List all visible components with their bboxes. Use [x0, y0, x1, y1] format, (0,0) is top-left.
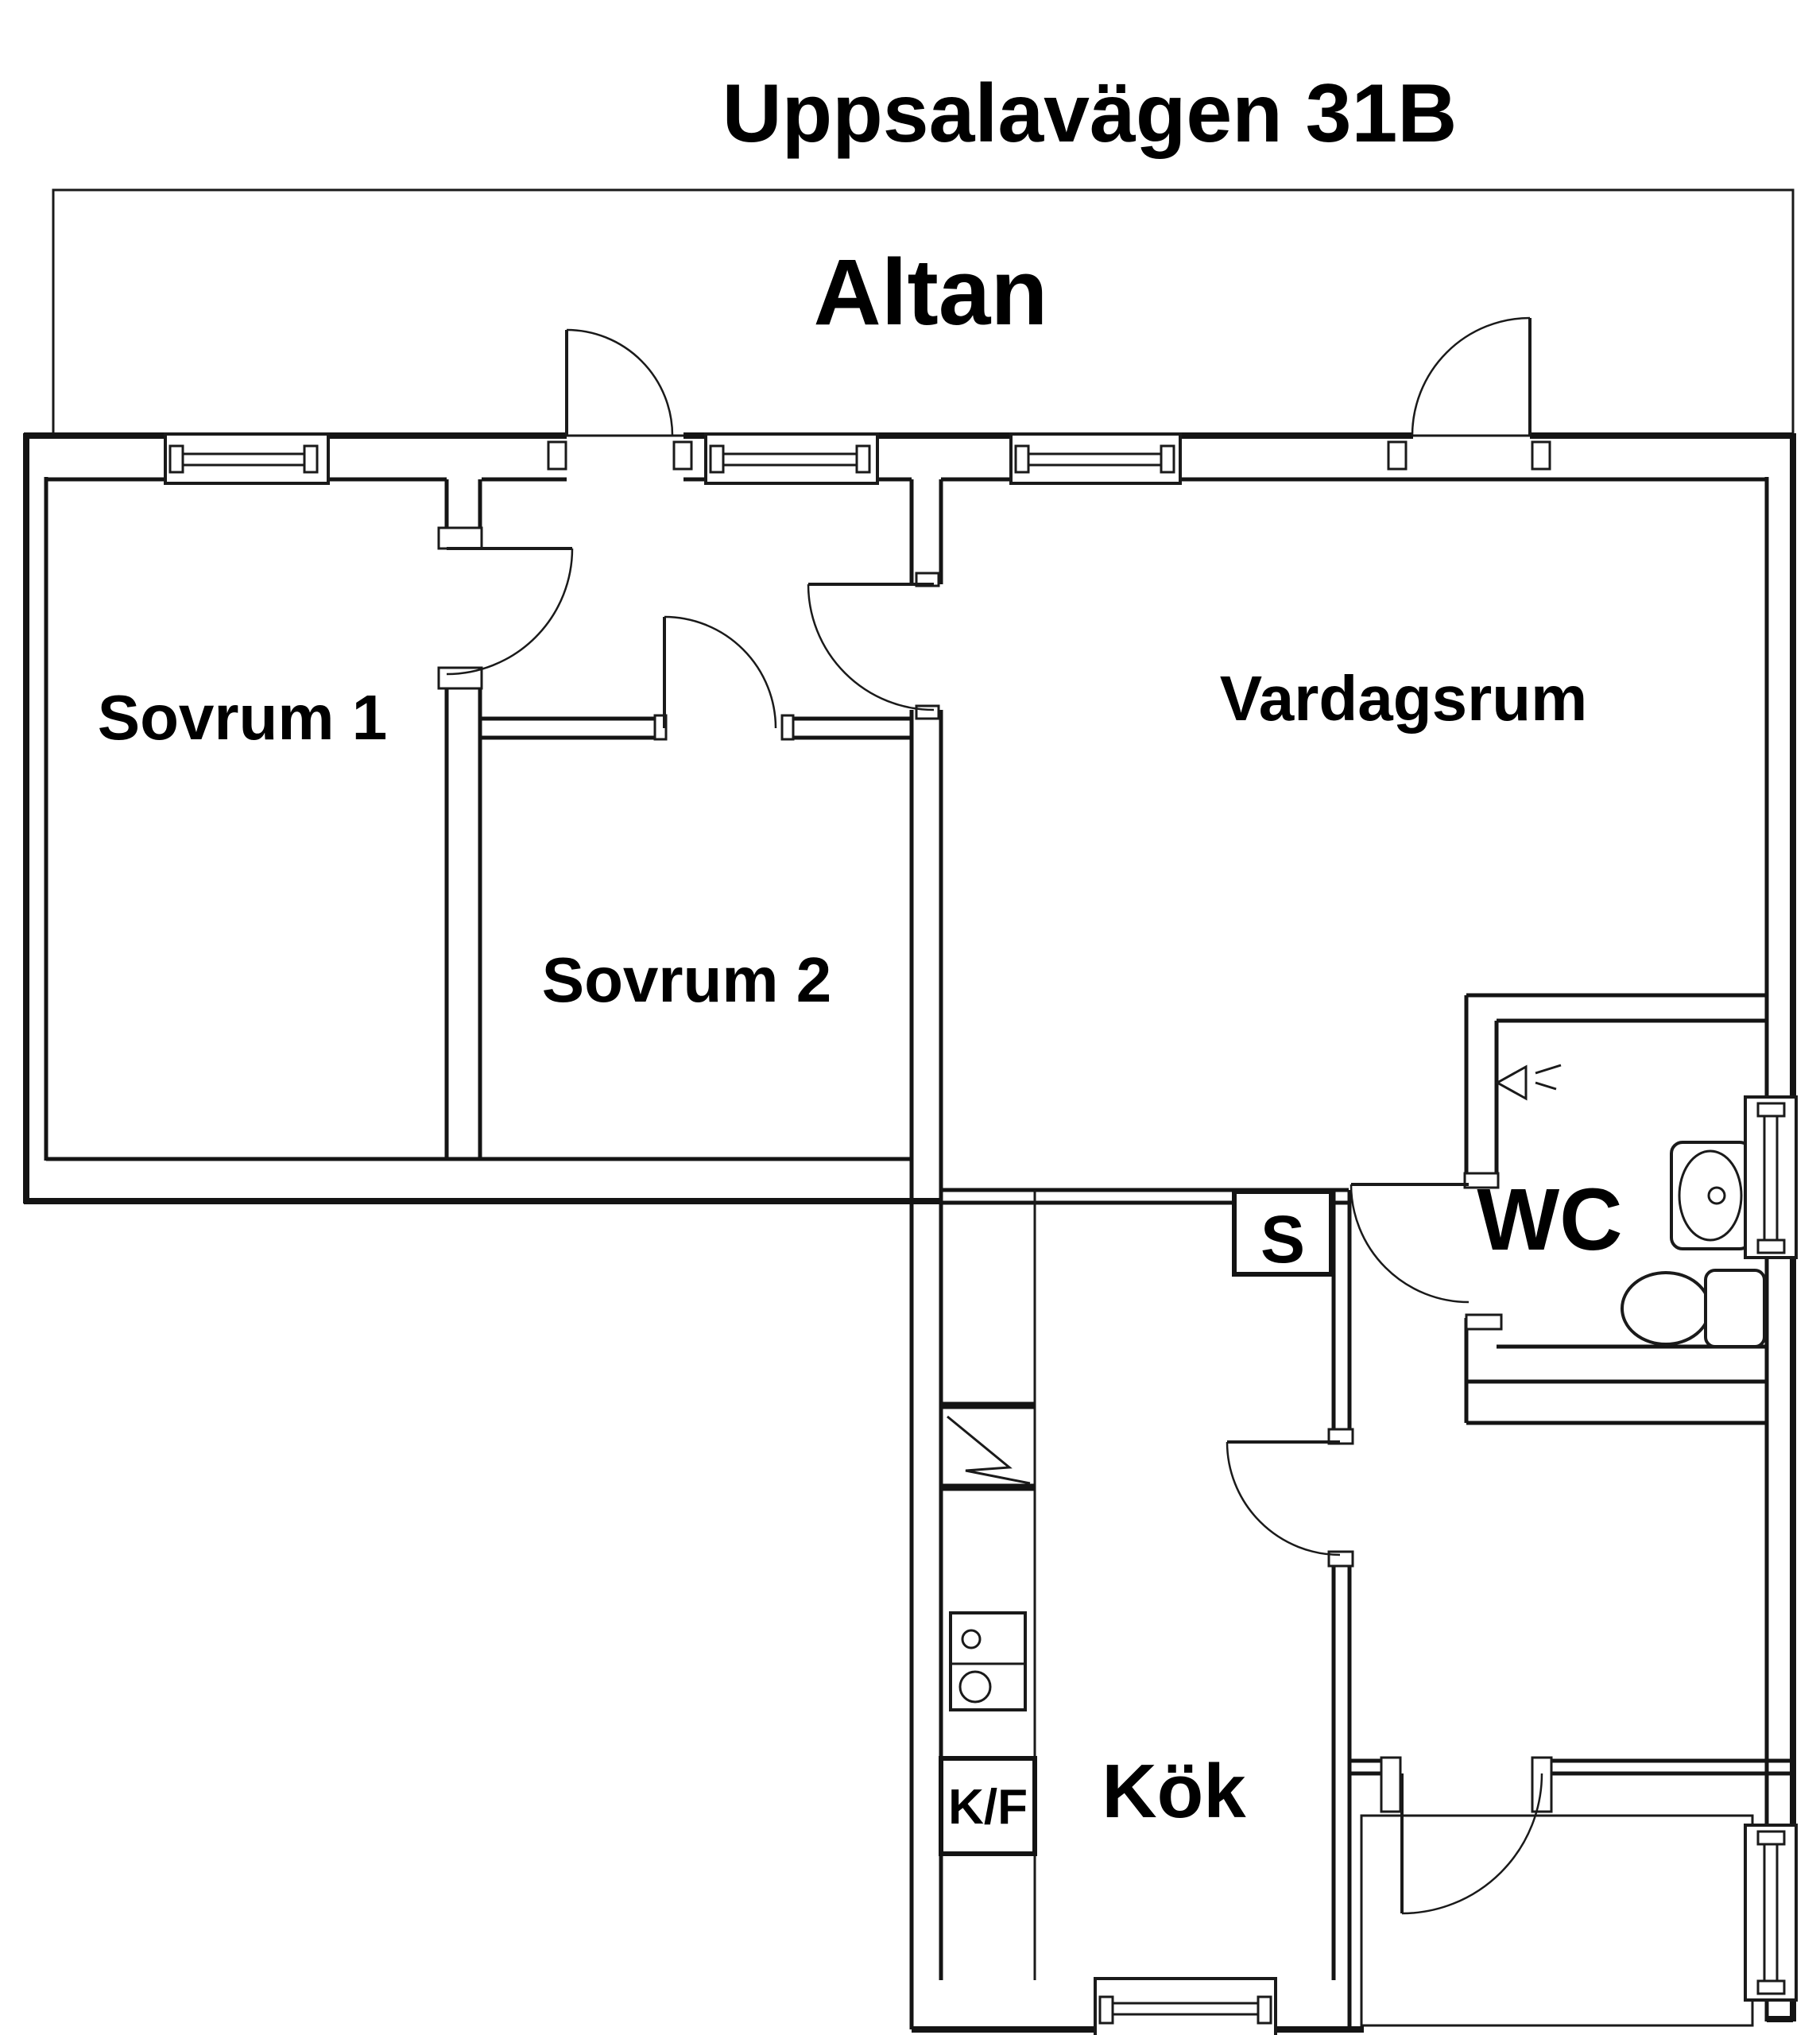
counter-zigzag-icon: [947, 1415, 1031, 1485]
window-rails: [1106, 2002, 1264, 2016]
window-entrance: [1744, 1824, 1798, 2002]
sink-drain: [1707, 1186, 1726, 1205]
jamb: [437, 526, 483, 550]
stove-large-burner: [958, 1670, 992, 1704]
wc-fixtures: [1494, 1064, 1766, 1348]
door-terrace-living-room: [1411, 316, 1532, 436]
window-cap: [1014, 444, 1030, 474]
door-bedroom2: [663, 615, 777, 729]
door-arc: [566, 328, 674, 436]
window-cap: [1160, 444, 1175, 474]
window-hall: [704, 432, 879, 485]
window-cap: [168, 444, 184, 474]
door-arc: [1411, 316, 1531, 436]
window-cap: [1756, 1979, 1786, 1995]
fridge-freezer-label: K/F: [948, 1780, 1028, 1835]
jamb: [780, 714, 795, 741]
jamb: [1465, 1313, 1503, 1331]
window-rails: [176, 452, 317, 467]
jamb: [1380, 1756, 1402, 1813]
sink-icon: [1670, 1141, 1752, 1250]
window-cap: [1257, 1995, 1272, 2025]
living-room-label: Vardagsrum: [1220, 663, 1587, 734]
closet-label: S: [1260, 1202, 1305, 1277]
fan-lines-icon: [1535, 1064, 1562, 1091]
door-jambs: [437, 440, 1553, 1813]
jamb: [1327, 1428, 1354, 1445]
window-cap: [855, 444, 871, 474]
fridge-freezer-box: [939, 1756, 1037, 1856]
window-cap: [1098, 1995, 1114, 2025]
window-cap: [303, 444, 319, 474]
door-arc: [1226, 1441, 1341, 1556]
entrance-patio-area: [1360, 1814, 1754, 2027]
door-arc: [1401, 1773, 1543, 1915]
page-title: Uppsalavägen 31B: [722, 68, 1458, 160]
fan-icon: [1494, 1064, 1528, 1101]
window-frame: [164, 432, 330, 485]
window-cap: [709, 444, 725, 474]
door-terrace-hall: [565, 328, 674, 436]
window-frame: [1744, 1824, 1798, 2002]
window-kitchen: [1094, 1977, 1277, 2035]
window-bedroom1: [164, 432, 330, 485]
kitchen-label: Kök: [1102, 1749, 1246, 1834]
jamb: [915, 704, 940, 720]
jamb: [547, 440, 567, 471]
windows: [164, 432, 1798, 2035]
window-living-room: [1009, 432, 1182, 485]
window-cap: [1756, 1102, 1786, 1118]
bedroom2-label: Sovrum 2: [542, 944, 832, 1015]
door-arc: [1350, 1184, 1470, 1304]
window-rails: [1763, 1838, 1779, 1987]
window-wc: [1744, 1095, 1798, 1259]
jamb: [1463, 1172, 1500, 1189]
door-kitchen: [1226, 1440, 1341, 1556]
door-arc: [807, 583, 935, 711]
window-cap: [1756, 1830, 1786, 1846]
kitchen-counter: K/F: [939, 1190, 1037, 1980]
stove-small-burner: [961, 1629, 982, 1649]
door-arc: [446, 548, 574, 676]
terrace-label: Altan: [814, 240, 1048, 345]
door-bedroom1: [446, 547, 574, 676]
sink-basin: [1678, 1149, 1743, 1242]
window-frame: [704, 432, 879, 485]
door-wc: [1350, 1183, 1470, 1304]
window-rails: [1763, 1110, 1779, 1245]
toilet-bowl-icon: [1621, 1271, 1711, 1346]
closet-box: [1232, 1189, 1334, 1277]
jamb: [1387, 440, 1408, 471]
door-arc: [664, 615, 777, 729]
counter-dividers: [941, 1401, 1035, 1491]
door-living-room: [807, 583, 935, 711]
door-entrance: [1400, 1773, 1543, 1915]
toilet-tank-icon: [1704, 1269, 1766, 1348]
window-cap: [1756, 1238, 1786, 1254]
window-frame: [1094, 1977, 1277, 2035]
jamb: [672, 440, 693, 471]
jamb: [1531, 440, 1551, 471]
doors: [446, 316, 1543, 1915]
bedroom1-label: Sovrum 1: [98, 682, 388, 753]
wc-label: WC: [1477, 1171, 1622, 1269]
window-frame: [1009, 432, 1182, 485]
window-rails: [717, 452, 866, 467]
window-rails: [1022, 452, 1169, 467]
window-frame: [1744, 1095, 1798, 1259]
